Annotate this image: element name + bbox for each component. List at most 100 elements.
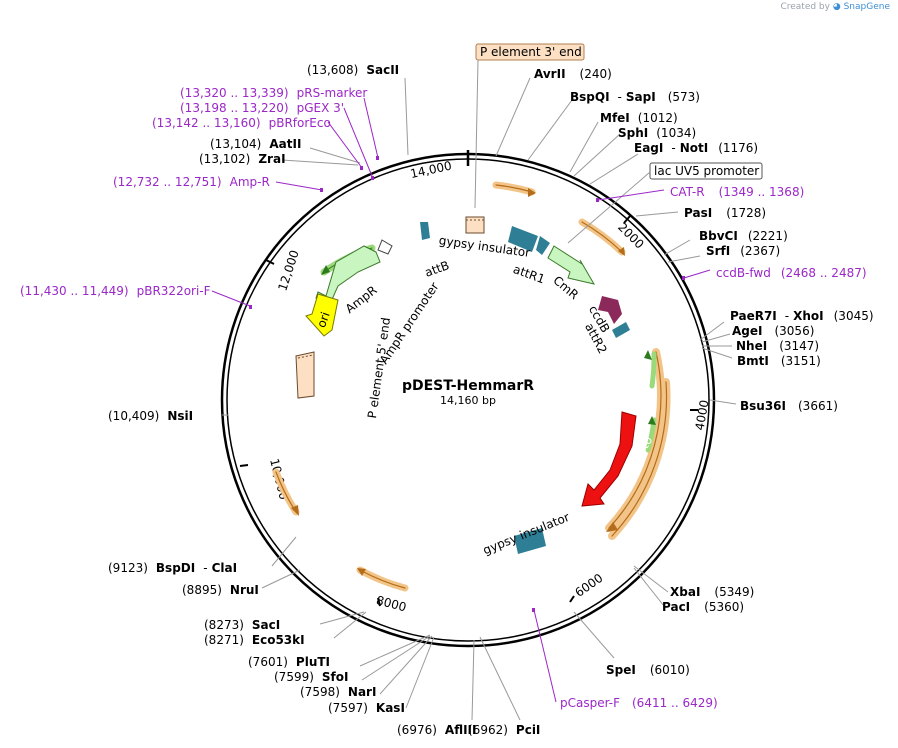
feature-gypsy-insulator-bottom <box>514 528 546 554</box>
primer-pbrforeco: (13,142 .. 13,160)pBRforEco <box>152 116 331 130</box>
enzyme-name: SacII <box>366 63 399 77</box>
enzyme-kasi: (7597)KasI <box>328 701 405 715</box>
svg-text:BspQI-SapI(573): BspQI-SapI(573) <box>570 90 700 104</box>
tick-14000: 14,000 <box>409 159 453 181</box>
svg-text:(10,409)NsiI: (10,409)NsiI <box>108 409 193 423</box>
enzyme-afliii: (6976)AflIII <box>397 723 476 737</box>
feature-attr1 <box>508 226 550 255</box>
primer-leader-lines <box>211 97 711 703</box>
plasmid-name: pDEST-HemmarR <box>402 378 534 394</box>
svg-text:(7598)NarI: (7598)NarI <box>300 685 376 699</box>
svg-text:SphI(1034): SphI(1034) <box>618 126 696 140</box>
enzyme-avrii: AvrII(240) <box>534 67 612 81</box>
primer-marks <box>249 156 685 612</box>
label-attr1: attR1 <box>511 262 547 286</box>
enzyme-nhei: NheI(3147) <box>736 339 819 353</box>
credit-prefix: Created by <box>780 2 830 12</box>
svg-text:(13,142 .. 13,160)pBRforEco: (13,142 .. 13,160)pBRforEco <box>152 116 331 130</box>
enzyme-xbai: XbaI(5349) <box>670 585 754 599</box>
svg-text:SpeI(6010): SpeI(6010) <box>606 663 690 677</box>
svg-text:(13,320 .. 13,339)pRS-marker: (13,320 .. 13,339)pRS-marker <box>180 86 367 100</box>
svg-text:(13,608)SacII: (13,608) SacII <box>307 63 399 77</box>
primer-prs-marker: (13,320 .. 13,339)pRS-marker <box>180 86 367 100</box>
svg-text:CAT-R(1349 .. 1368): CAT-R(1349 .. 1368) <box>670 185 804 199</box>
svg-text:SrfI(2367): SrfI(2367) <box>706 244 780 258</box>
svg-text:(13,104)AatII: (13,104)AatII <box>210 137 301 151</box>
primer-cat-r: CAT-R(1349 .. 1368) <box>670 185 804 199</box>
svg-text:(11,430 .. 11,449)pBR322ori-F: (11,430 .. 11,449)pBR322ori-F <box>20 284 211 298</box>
tick-6000: 6000 <box>572 571 605 600</box>
primer-pbr322ori-f: (11,430 .. 11,449)pBR322ori-F <box>20 284 211 298</box>
feature-attb <box>420 222 430 240</box>
orange-arrowheads-icon <box>291 188 625 576</box>
enzyme-paci: PacI(5360) <box>662 600 744 614</box>
enzyme-sacii: (13,608) SacII <box>307 63 399 77</box>
feature-tdtomato <box>581 411 637 507</box>
enzyme-saci: (8273)SacI <box>204 618 280 632</box>
svg-text:EagI-NotI(1176): EagI-NotI(1176) <box>634 141 758 155</box>
svg-text:(9123)BspDI-ClaI: (9123)BspDI-ClaI <box>108 561 237 575</box>
svg-text:XbaI(5349): XbaI(5349) <box>670 585 754 599</box>
svg-text:PasI(1728): PasI(1728) <box>684 206 766 220</box>
boxed-label-lac-uv5-promoter-text: lac UV5 promoter <box>654 164 759 178</box>
snapgene-credit: Created by ◕ SnapGene <box>780 2 890 12</box>
svg-text:MfeI(1012): MfeI(1012) <box>600 111 678 125</box>
svg-text:(7597)KasI: (7597)KasI <box>328 701 405 715</box>
enzyme-nari: (7598)NarI <box>300 685 376 699</box>
feature-ampr-promoter <box>377 239 393 255</box>
tick-marks <box>239 215 698 607</box>
enzyme-spei: SpeI(6010) <box>606 663 690 677</box>
svg-text:(6976)AflIII: (6976)AflIII <box>397 723 476 737</box>
boxed-label-p-element-3-end: P element 3' end <box>474 43 585 209</box>
svg-text:(12,732 .. 12,751)Amp-R: (12,732 .. 12,751)Amp-R <box>113 175 270 189</box>
label-p-element-5-end: P element 5' end <box>365 317 393 420</box>
svg-text:ccdB-fwd(2468 .. 2487): ccdB-fwd(2468 .. 2487) <box>716 266 867 280</box>
enzyme-srfi: SrfI(2367) <box>706 244 780 258</box>
label-attb: attB <box>423 258 451 280</box>
tick-8000: 8000 <box>375 593 408 614</box>
primer-pgex-3: (13,198 .. 13,220)pGEX 3' <box>180 101 344 115</box>
enzyme-pos: (13,608) <box>307 63 358 77</box>
svg-text:pCasper-F(6411 .. 6429): pCasper-F(6411 .. 6429) <box>560 696 718 710</box>
svg-text:(8271)Eco53kI: (8271)Eco53kI <box>204 633 305 647</box>
enzyme-bspdi-clai: (9123)BspDI-ClaI <box>108 561 237 575</box>
label-ori: ori <box>314 310 332 329</box>
enzyme-pasi: PasI(1728) <box>684 206 766 220</box>
svg-text:BbvCI(2221): BbvCI(2221) <box>699 229 788 243</box>
feature-ccdb <box>598 296 622 324</box>
snapgene-logo-icon: ◕ <box>832 2 841 12</box>
svg-text:AvrII(240): AvrII(240) <box>534 67 612 81</box>
leader-lines <box>222 77 737 721</box>
svg-text:PacI(5360): PacI(5360) <box>662 600 744 614</box>
enzyme-bsu36i: Bsu36I(3661) <box>740 399 838 413</box>
enzyme-sfoi: (7599)SfoI <box>274 670 348 684</box>
svg-text:(6962)PciI: (6962)PciI <box>468 723 540 737</box>
svg-text:Bsu36I(3661): Bsu36I(3661) <box>740 399 838 413</box>
primer-ccdb-fwd: ccdB-fwd(2468 .. 2487) <box>716 266 867 280</box>
svg-text:(13,198 .. 13,220)pGEX 3': (13,198 .. 13,220)pGEX 3' <box>180 101 344 115</box>
svg-text:(7599)SfoI: (7599)SfoI <box>274 670 348 684</box>
boxed-label-lac-uv5-promoter: lac UV5 promoter <box>567 162 763 244</box>
feature-attr2 <box>612 322 630 338</box>
boxed-label-p-element-3-end-text: P element 3' end <box>480 45 582 59</box>
label-ampr: AmpR <box>343 283 380 316</box>
enzyme-aatii: (13,104)AatII <box>210 137 301 151</box>
primer-pcasper-f: pCasper-F(6411 .. 6429) <box>560 696 718 710</box>
feature-p-element-5-end <box>295 351 315 399</box>
svg-text:(13,102)ZraI: (13,102)ZraI <box>199 152 286 166</box>
enzyme-mfei: MfeI(1012) <box>600 111 678 125</box>
plasmid-length: 14,160 bp <box>440 394 496 407</box>
enzyme-eco53ki: (8271)Eco53kI <box>204 633 305 647</box>
tick-4000: 4000 <box>693 399 712 432</box>
green-arrowheads-icon <box>321 265 656 425</box>
feature-ampr <box>315 245 381 305</box>
credit-brand: SnapGene <box>843 2 890 12</box>
svg-text:NheI(3147): NheI(3147) <box>736 339 819 353</box>
enzyme-bbvci: BbvCI(2221) <box>699 229 788 243</box>
svg-text:(8895)NruI: (8895)NruI <box>182 583 259 597</box>
svg-text:AgeI(3056): AgeI(3056) <box>732 324 814 338</box>
svg-text:(8273)SacI: (8273)SacI <box>204 618 280 632</box>
enzyme-bmti: BmtI(3151) <box>737 354 821 368</box>
feature-gypsy-insulator-top <box>465 216 485 234</box>
